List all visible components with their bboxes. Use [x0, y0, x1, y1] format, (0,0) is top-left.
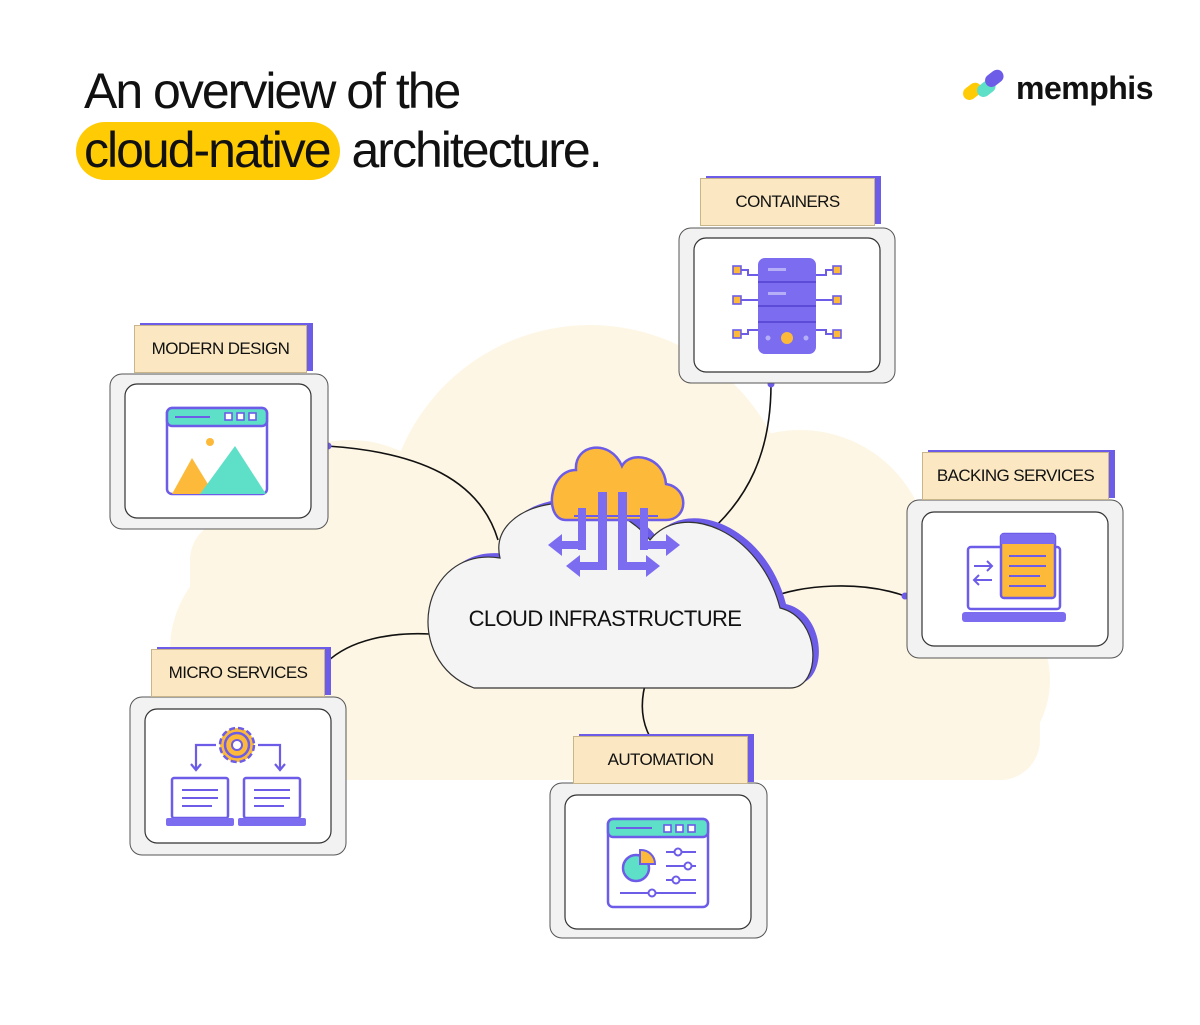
card-modern-design — [109, 373, 329, 530]
label-automation: AUTOMATION — [573, 736, 748, 784]
card-automation — [549, 782, 768, 939]
card-micro-services — [129, 696, 347, 856]
dashboard-sliders-icon — [606, 817, 710, 909]
brand-logo: memphis — [960, 68, 1153, 108]
gear-laptops-icon — [166, 726, 306, 826]
label-modern-design: MODERN DESIGN — [134, 325, 307, 373]
connector-automation — [641, 684, 651, 738]
center-label: CLOUD INFRASTRUCTURE — [468, 606, 742, 631]
card-containers — [678, 227, 896, 384]
title-rest: architecture. — [339, 122, 603, 178]
title-line-2: cloud-native architecture. — [76, 122, 603, 180]
center-cloud — [427, 498, 819, 689]
image-window-icon — [165, 406, 269, 496]
card-backing-services — [906, 499, 1124, 659]
connector-micro-services — [326, 632, 431, 663]
brand-name: memphis — [1016, 69, 1153, 106]
cloud-upload-arrows-icon — [548, 446, 685, 577]
memphis-logo-icon — [963, 69, 1004, 101]
title-highlight: cloud-native — [76, 122, 340, 180]
title-line-1: An overview of the — [84, 63, 461, 119]
label-micro-services: MICRO SERVICES — [151, 649, 325, 697]
server-rack-icon — [732, 258, 842, 354]
laptop-folder-icon — [962, 532, 1066, 622]
connector-modern-design — [326, 445, 499, 541]
label-backing-services: BACKING SERVICES — [922, 452, 1109, 500]
label-containers: CONTAINERS — [700, 178, 875, 226]
